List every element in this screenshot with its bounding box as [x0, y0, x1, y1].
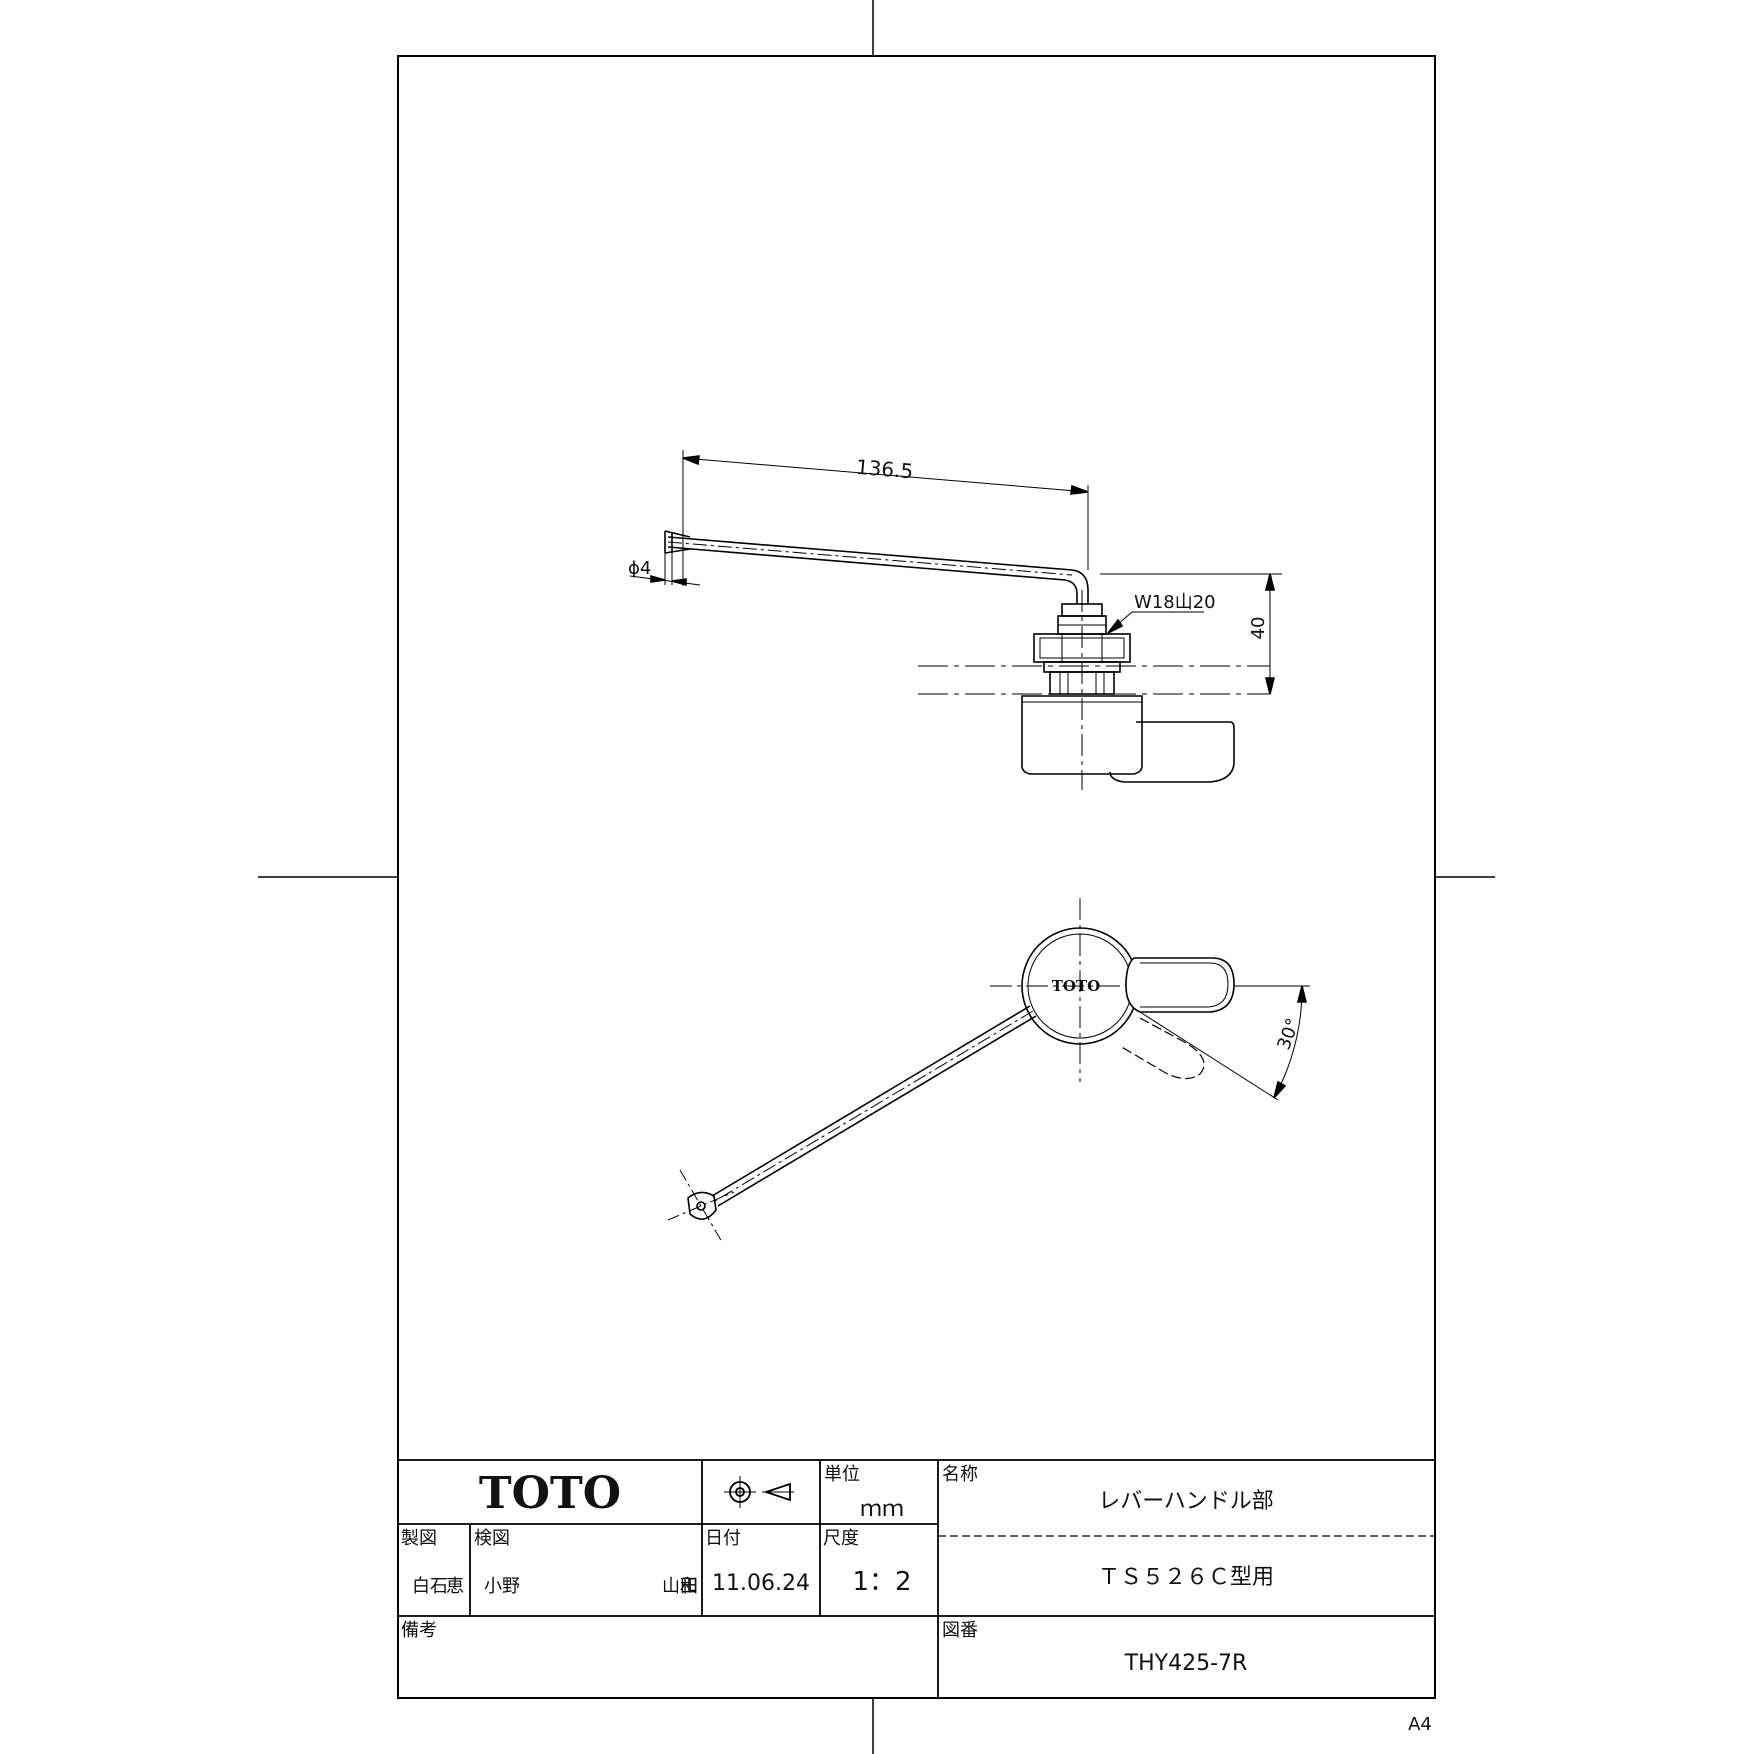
tb-drawn-label: 製図	[401, 1528, 437, 1549]
dim-height-label: 40	[1248, 617, 1269, 640]
tb-date-value: 11.06.24	[712, 1571, 810, 1596]
tb-drawn-seal: 恵	[446, 1576, 464, 1597]
tb-scale-value: 1：2	[852, 1567, 911, 1597]
tb-unit-value: ｍｍ	[860, 1497, 904, 1522]
tb-unit-label: 単位	[824, 1464, 860, 1485]
tb-logo: TOTO	[479, 1468, 621, 1519]
centering-marks	[258, 0, 1495, 1754]
paper-size-label: A4	[1408, 1714, 1432, 1735]
tb-date-label: 日付	[705, 1528, 741, 1549]
dim-length-label: 136.5	[855, 455, 914, 484]
dim-diameter-label: ϕ4	[628, 558, 651, 579]
tb-name-value: レバーハンドル部	[1098, 1489, 1274, 1514]
tb-checked-value: 小野	[484, 1576, 520, 1597]
tb-drawing-no-label: 図番	[942, 1620, 978, 1641]
tb-scale-label: 尺度	[823, 1528, 859, 1549]
side-view	[629, 450, 1282, 790]
dim-thread-label: W18山20	[1134, 592, 1216, 613]
tb-approved-seal: 和	[680, 1576, 698, 1597]
tb-drawn-value: 白石	[412, 1576, 448, 1597]
handle-logo: TOTO	[1052, 977, 1100, 995]
tb-drawing-no-value: THY425-7R	[1124, 1651, 1248, 1676]
tb-approved-value: 山田	[662, 1576, 698, 1597]
title-block	[397, 1459, 1436, 1699]
tb-model-value: ＴＳ５２６Ｃ型用	[1098, 1565, 1274, 1590]
tb-checked-label: 検図	[474, 1528, 510, 1549]
border-frame	[397, 55, 1436, 1699]
top-view	[667, 898, 1310, 1243]
dim-angle-label: 30°	[1274, 1016, 1305, 1053]
tb-remarks-label: 備考	[401, 1620, 437, 1641]
tb-name-label: 名称	[942, 1464, 978, 1485]
